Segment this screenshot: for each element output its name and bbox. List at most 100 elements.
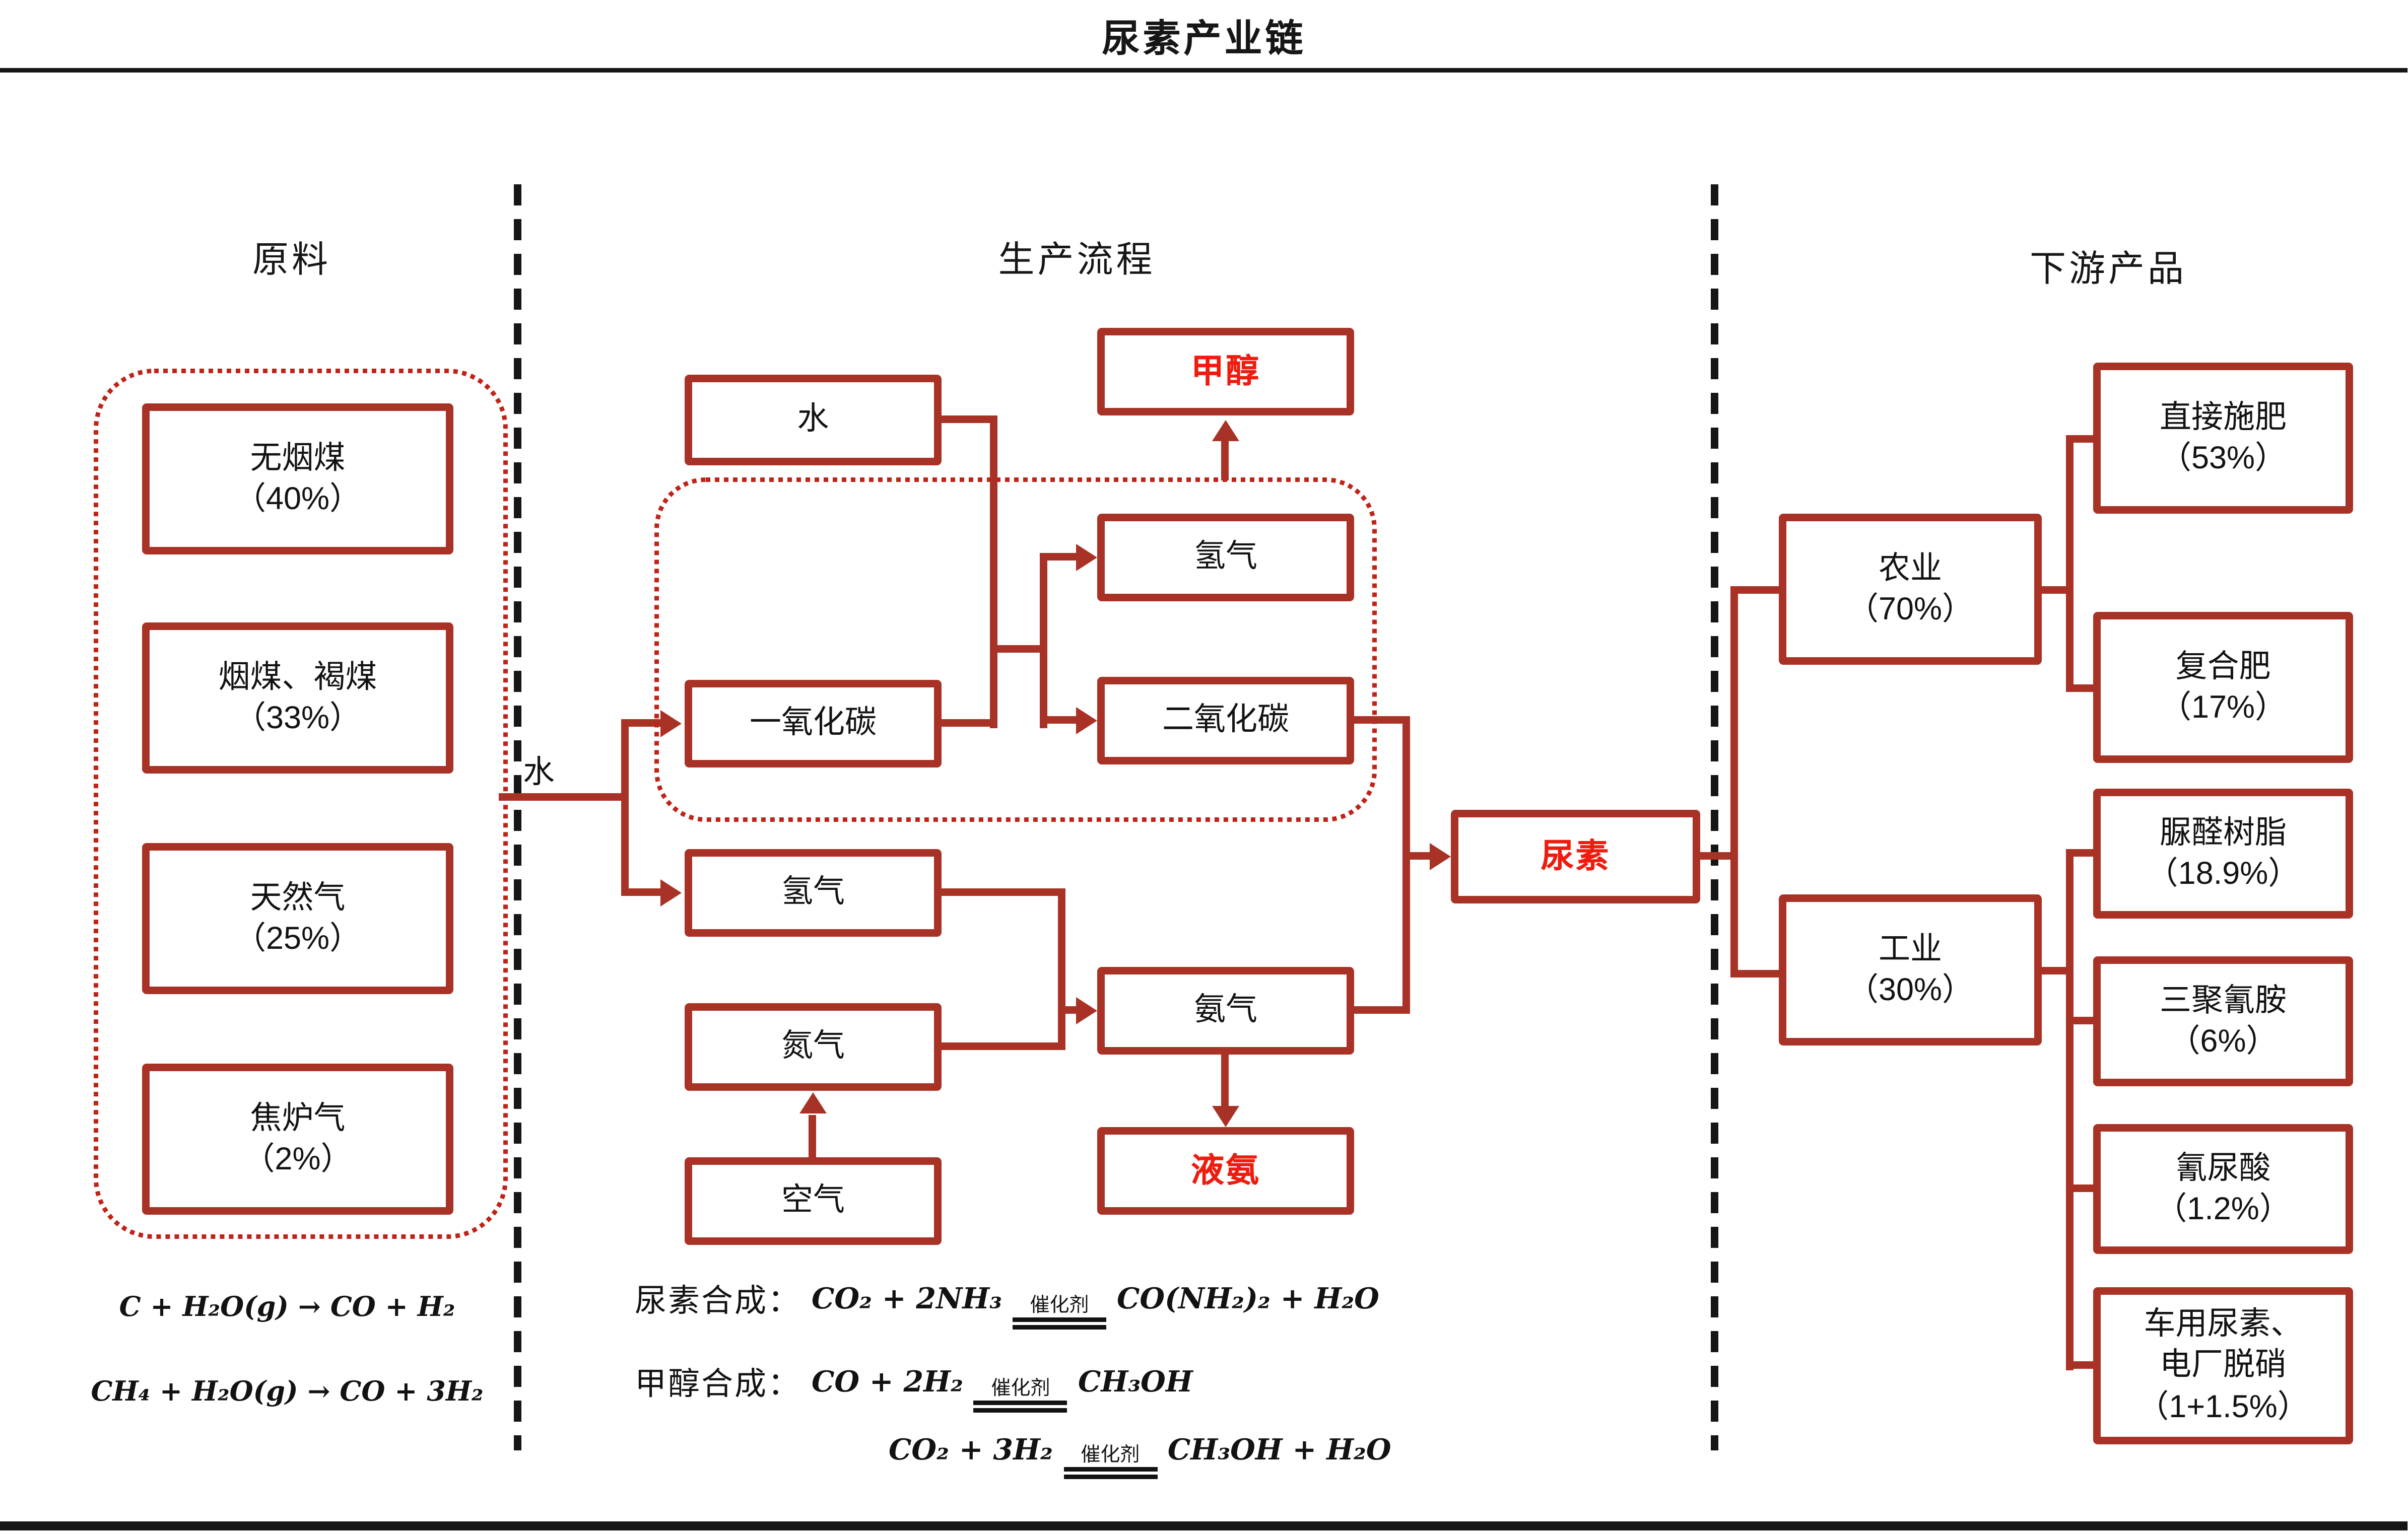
- co2-exit-line: [1354, 716, 1410, 724]
- to-urea-line: [1402, 852, 1430, 860]
- node-ammonia-gas: 氨气: [1097, 967, 1354, 1055]
- water-feed-line: [499, 793, 629, 801]
- catalyst-mark: 催化剂: [1013, 1292, 1107, 1329]
- node-label: 工业: [1879, 932, 1942, 967]
- arrow-into-nitrogen: [799, 1092, 827, 1113]
- node-urea-formaldehyde-resin: 脲醛树脂 （18.9%）: [2093, 789, 2353, 919]
- section-divider-left: [514, 184, 521, 1450]
- node-label: 无烟煤: [250, 441, 346, 476]
- node-label: 氰尿酸: [2175, 1151, 2271, 1186]
- feed-to-co-line: [621, 719, 660, 727]
- equation-lhs: CO + 2H₂: [812, 1366, 963, 1399]
- node-share: （18.9%）: [2146, 857, 2300, 891]
- urea-exit-line: [1700, 852, 1738, 860]
- to-direct-fertilization-line: [2066, 435, 2093, 443]
- node-label: 甲醇: [1190, 352, 1260, 390]
- methanol-synthesis-equation-1: 甲醇合成： CO + 2H₂ 催化剂 CH₃OH: [635, 1360, 1193, 1412]
- air-to-nitrogen-line: [809, 1115, 816, 1157]
- water-feed-split-line: [621, 719, 629, 893]
- ammonia-to-liquid-line: [1221, 1055, 1229, 1106]
- node-bituminous-lignite: 烟煤、褐煤 （33%）: [142, 622, 453, 774]
- catalyst-label: 催化剂: [1030, 1292, 1089, 1315]
- section-header-process: 生产流程: [998, 240, 1156, 281]
- node-share: （2%）: [243, 1142, 353, 1177]
- shift-split-line: [1040, 553, 1047, 728]
- arrow-into-ammonia: [1076, 997, 1097, 1024]
- node-share: （30%）: [1846, 973, 1974, 1008]
- section-header-raw-materials: 原料: [252, 240, 331, 281]
- node-liquid-ammonia: 液氨: [1097, 1127, 1354, 1215]
- agriculture-exit-line: [2042, 586, 2073, 594]
- water-exit-line: [942, 415, 997, 423]
- node-share: （40%）: [234, 482, 362, 517]
- node-direct-fertilization: 直接施肥 （53%）: [2093, 363, 2353, 514]
- water-down-line: [990, 415, 997, 728]
- equation-label: 尿素合成：: [635, 1284, 801, 1319]
- node-label: 农业: [1879, 551, 1942, 586]
- node-label: 复合肥: [2175, 649, 2271, 684]
- gasification-equation-1: C + H₂O(g) → CO + H₂: [119, 1292, 455, 1323]
- node-hydrogen-upper: 氢气: [1097, 514, 1354, 601]
- page-title: 尿素产业链: [1102, 18, 1306, 60]
- equation-rhs: CO(NH₂)₂ + H₂O: [1117, 1283, 1379, 1316]
- node-carbon-dioxide: 二氧化碳: [1097, 677, 1354, 764]
- node-label: 三聚氰胺: [2160, 983, 2287, 1018]
- node-hydrogen-lower: 氢气: [685, 849, 942, 937]
- catalyst-label: 催化剂: [991, 1375, 1050, 1399]
- node-label: 氮气: [781, 1029, 845, 1065]
- arrow-into-carbon-dioxide: [1076, 707, 1097, 734]
- node-label: 氢气: [781, 875, 845, 911]
- arrow-into-liquid-ammonia: [1212, 1106, 1239, 1127]
- catalyst-double-line: [973, 1400, 1067, 1412]
- to-cyanuric-acid-line: [2066, 1184, 2093, 1192]
- node-anthracite: 无烟煤 （40%）: [142, 403, 453, 554]
- to-resin-line: [2066, 849, 2093, 857]
- catalyst-label: 催化剂: [1081, 1443, 1140, 1466]
- ammonia-merge-line: [1058, 888, 1065, 1050]
- arrow-into-methanol: [1212, 420, 1239, 441]
- ammonia-exit-line: [1354, 1006, 1410, 1014]
- node-label: 脲醛树脂: [2160, 815, 2287, 851]
- to-ammonia-line: [1058, 1006, 1076, 1014]
- to-carbon-dioxide-line: [1040, 716, 1076, 724]
- node-vehicle-urea-denitration: 车用尿素、 电厂脱硝 （1+1.5%）: [2093, 1287, 2353, 1444]
- node-label: 焦炉气: [250, 1101, 346, 1136]
- node-carbon-monoxide: 一氧化碳: [685, 680, 942, 767]
- feed-to-h2-line: [621, 888, 660, 896]
- to-agriculture-line: [1730, 586, 1779, 594]
- node-water: 水: [685, 375, 942, 465]
- to-vehicle-urea-line: [2066, 1361, 2093, 1369]
- catalyst-double-line: [1063, 1467, 1157, 1479]
- co-exit-line: [942, 719, 997, 727]
- node-share: （6%）: [2168, 1024, 2278, 1059]
- urea-merge-line: [1402, 716, 1410, 1014]
- node-air: 空气: [685, 1157, 942, 1245]
- node-label: 烟煤、褐煤: [218, 660, 377, 695]
- catalyst-mark: 催化剂: [1063, 1444, 1157, 1479]
- node-label: 车用尿素、: [2144, 1307, 2303, 1342]
- node-label: 电厂脱硝: [2160, 1348, 2287, 1383]
- node-label: 空气: [781, 1183, 845, 1219]
- methanol-synthesis-equation-2: CO₂ + 3H₂ 催化剂 CH₃OH + H₂O: [889, 1432, 1391, 1479]
- node-share: （17%）: [2159, 690, 2287, 725]
- bottom-rule: [0, 1521, 2408, 1530]
- node-label: 水: [797, 402, 829, 438]
- equation-lhs: CO₂ + 2NH₃: [812, 1283, 1002, 1316]
- catalyst-mark: 催化剂: [973, 1375, 1067, 1412]
- node-label: 一氧化碳: [750, 706, 877, 741]
- node-industry: 工业 （30%）: [1779, 894, 2042, 1045]
- node-share: （33%）: [234, 701, 362, 736]
- node-label: 天然气: [250, 880, 346, 916]
- node-label: 氨气: [1194, 993, 1257, 1028]
- node-label: 氢气: [1194, 540, 1257, 575]
- node-natural-gas: 天然气 （25%）: [142, 843, 453, 994]
- section-divider-right: [1711, 184, 1718, 1450]
- urea-synthesis-equation: 尿素合成： CO₂ + 2NH₃ 催化剂 CO(NH₂)₂ + H₂O: [635, 1277, 1379, 1329]
- gasification-equation-2: CH₄ + H₂O(g) → CO + 3H₂: [91, 1376, 484, 1408]
- node-share: （1.2%）: [2155, 1192, 2291, 1227]
- downstream-spine-line: [1730, 586, 1738, 978]
- node-methanol: 甲醇: [1097, 328, 1354, 415]
- node-melamine: 三聚氰胺 （6%）: [2093, 956, 2353, 1086]
- section-header-downstream: 下游产品: [2030, 249, 2187, 290]
